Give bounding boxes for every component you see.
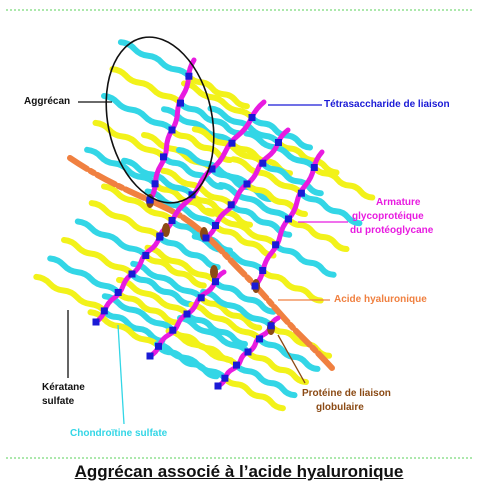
figure-caption: Aggrécan associé à l’acide hyaluronique bbox=[0, 462, 478, 482]
armature-label-line3: du protéoglycane bbox=[350, 225, 433, 237]
tetrasaccharide-square bbox=[93, 319, 100, 326]
tetrasaccharide-square bbox=[142, 252, 149, 259]
tetrasaccharide-label: Tétrasaccharide de liaison bbox=[324, 99, 450, 111]
tetrasaccharide-square bbox=[115, 289, 122, 296]
tetrasaccharide-square bbox=[275, 139, 282, 146]
keratan-label-line2: sulfate bbox=[42, 396, 74, 408]
tetrasaccharide-square bbox=[169, 127, 176, 134]
tetrasaccharide-square bbox=[229, 140, 236, 147]
tetrasaccharide-square bbox=[160, 153, 167, 160]
tetrasaccharide-square bbox=[256, 335, 263, 342]
tetrasaccharide-square bbox=[156, 234, 163, 241]
keratan-chain bbox=[169, 331, 237, 365]
tetrasaccharide-square bbox=[212, 278, 219, 285]
tetrasaccharide-square bbox=[184, 311, 191, 318]
tetrasaccharide-square bbox=[272, 241, 279, 248]
tetrasaccharide-square bbox=[268, 322, 275, 329]
tetrasaccharide-square bbox=[221, 375, 228, 382]
tetrasaccharide-square bbox=[245, 349, 252, 356]
tetrasaccharide-square bbox=[177, 100, 184, 107]
tetrasaccharide-square bbox=[155, 343, 162, 350]
chondroitin-label: Chondroïtine sulfate bbox=[70, 428, 167, 440]
tetrasaccharide-square bbox=[169, 217, 176, 224]
aggrecan-label: Aggrécan bbox=[24, 96, 70, 108]
link-protein-label-line1: Protéine de liaison bbox=[302, 388, 391, 400]
keratan-chain bbox=[263, 271, 321, 301]
tetrasaccharide-square bbox=[228, 201, 235, 208]
tetrasaccharide-square bbox=[252, 283, 259, 290]
chondroitin-chain bbox=[121, 42, 189, 76]
tetrasaccharide-square bbox=[285, 216, 292, 223]
hyaluronic-label: Acide hyaluronique bbox=[334, 294, 427, 306]
tetrasaccharide-square bbox=[259, 267, 266, 274]
armature-label-line2: glycoprotéique bbox=[352, 211, 424, 223]
chondroitin-leader bbox=[118, 325, 124, 424]
keratan-label-line1: Kératane bbox=[42, 382, 85, 394]
tetrasaccharide-square bbox=[298, 190, 305, 197]
tetrasaccharide-square bbox=[249, 114, 256, 121]
tetrasaccharide-square bbox=[147, 353, 154, 360]
tetrasaccharide-square bbox=[169, 327, 176, 334]
tetrasaccharide-square bbox=[215, 383, 222, 390]
tetrasaccharide-square bbox=[259, 160, 266, 167]
chondroitin-chain bbox=[87, 150, 155, 184]
chondroitin-chain bbox=[276, 245, 334, 275]
armature-label-line1: Armature bbox=[376, 197, 420, 209]
tetrasaccharide-square bbox=[244, 181, 251, 188]
tetrasaccharide-square bbox=[185, 73, 192, 80]
keratan-chain bbox=[289, 219, 347, 249]
tetrasaccharide-square bbox=[212, 222, 219, 229]
keratan-chain bbox=[113, 69, 181, 103]
tetrasaccharide-square bbox=[152, 180, 159, 187]
tetrasaccharide-square bbox=[233, 362, 240, 369]
link-protein bbox=[210, 265, 218, 279]
link-protein-label-line2: globulaire bbox=[316, 402, 364, 414]
tetrasaccharide-square bbox=[101, 307, 108, 314]
chondroitin-chain bbox=[104, 96, 172, 130]
tetrasaccharide-square bbox=[129, 271, 136, 278]
tetrasaccharide-square bbox=[198, 294, 205, 301]
chondroitin-chain bbox=[301, 193, 359, 223]
tetrasaccharide-square bbox=[203, 235, 210, 242]
tetrasaccharide-square bbox=[311, 164, 318, 171]
